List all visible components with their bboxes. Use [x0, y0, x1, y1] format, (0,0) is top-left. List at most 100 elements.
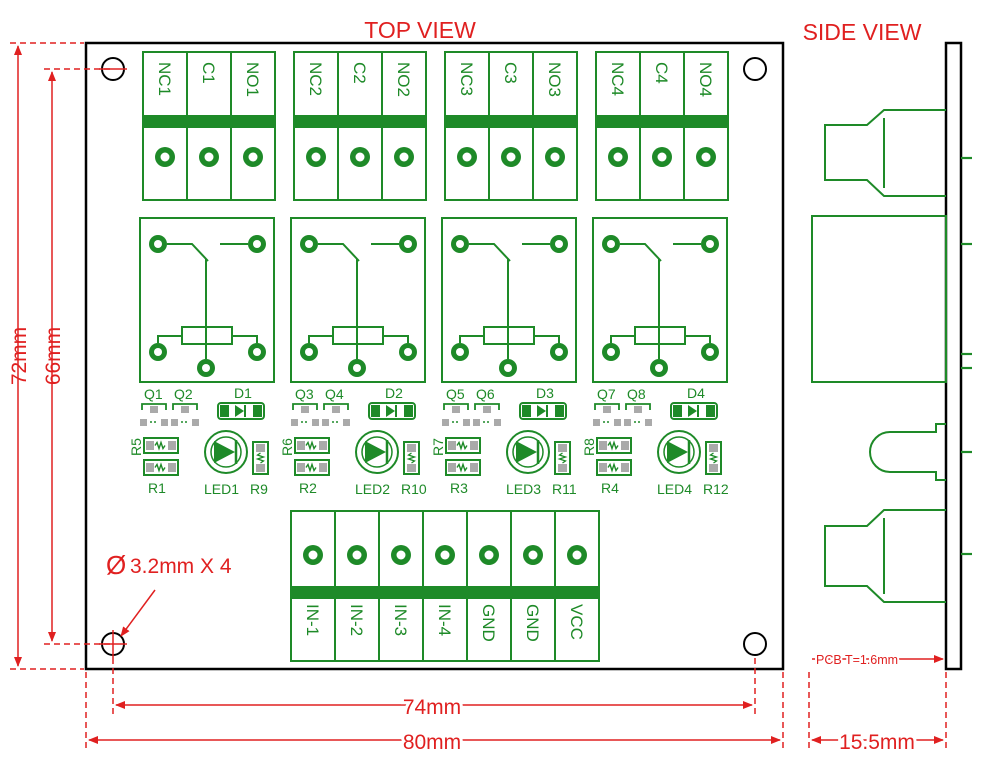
transistor-pad [171, 419, 178, 426]
side-led-body [869, 423, 946, 481]
led-symbol [214, 441, 235, 463]
resistor-pad [470, 441, 478, 450]
transistor-outline [323, 403, 349, 410]
relay-pin-hole [154, 240, 162, 248]
input-screw-hole [572, 550, 582, 560]
side-pcb-board [944, 41, 963, 671]
resistor-pad [558, 444, 567, 452]
transistor-outline [172, 403, 198, 410]
relay-pin-hole [555, 240, 563, 248]
resistor-label: R2 [299, 480, 317, 496]
diode-symbol [688, 405, 697, 417]
resistor-zigzag [305, 440, 317, 451]
diode: D4 [670, 385, 718, 420]
terminal-screw-hole [550, 152, 560, 162]
mounting-hole-bottom-right [743, 632, 767, 656]
terminal-label: NC4 [608, 62, 627, 96]
resistor-pad [319, 441, 327, 450]
resistor-zigzag [607, 440, 619, 451]
relay-footprint [441, 217, 577, 383]
transistor-pad [312, 419, 319, 426]
diode-pad [404, 405, 413, 417]
transistor-outline [443, 403, 469, 410]
resistor-zigzag [708, 452, 719, 464]
relay-pin-hole [607, 240, 615, 248]
led-label: LED4 [657, 481, 692, 497]
resistor-pad [558, 464, 567, 472]
transistor-pad [614, 419, 621, 426]
resistor-vertical: R9 [250, 441, 269, 497]
terminal-label: C1 [199, 62, 218, 84]
resistor-pad [599, 441, 607, 450]
diode-label: D2 [385, 385, 403, 401]
resistor-label: R3 [450, 480, 468, 496]
terminal-screw-hole [399, 152, 409, 162]
led: LED4 [657, 430, 701, 497]
terminal-bar [445, 115, 577, 128]
resistor-pad [709, 444, 718, 452]
relay-footprint [139, 217, 275, 383]
terminal-screw-hole [160, 152, 170, 162]
terminal-screw-hole [613, 152, 623, 162]
resistor-vertical: R10 [401, 441, 427, 497]
dim-80mm-label: 80mm [403, 731, 461, 754]
terminal-label: NO4 [696, 62, 715, 97]
terminal-label: NC2 [306, 62, 325, 96]
transistor-pad [150, 406, 158, 413]
relay-coil-trace [157, 335, 258, 343]
relay-outline [592, 217, 728, 383]
terminal-screw-hole [355, 152, 365, 162]
relay-pin-hole [607, 348, 615, 356]
terminal-screw-hole [311, 152, 321, 162]
relay-coil-trace [459, 335, 560, 343]
transistor-pad [645, 419, 652, 426]
resistor-label: R12 [703, 481, 729, 497]
relay-coil-trace [610, 335, 711, 343]
transistor-pad [343, 419, 350, 426]
output-terminal-block: NC4 C4 NO4 [595, 51, 729, 201]
transistor-pad [291, 419, 298, 426]
hole-leader-line [120, 589, 156, 637]
led: LED3 [506, 430, 550, 497]
relay-pin-hole [456, 348, 464, 356]
resistor-pad [297, 441, 305, 450]
terminal-screw-hole [248, 152, 258, 162]
transistor-outline [625, 403, 651, 410]
input-terminal-label: GND [523, 604, 542, 642]
resistor-zigzag [305, 462, 317, 473]
resistor-pad [709, 464, 718, 472]
diode-label: D1 [234, 385, 252, 401]
led-symbol [667, 441, 688, 463]
diode: D2 [368, 385, 416, 420]
relay-pin-hole [253, 348, 261, 356]
transistor-label: Q1 [144, 386, 163, 402]
transistor-pad [442, 419, 449, 426]
diode-label: D3 [536, 385, 554, 401]
transistor-pad [473, 419, 480, 426]
resistor-zigzag [607, 462, 619, 473]
transistor-pad [332, 406, 340, 413]
diode-pad [220, 405, 229, 417]
relay-pin-hole [404, 240, 412, 248]
terminal-label: C4 [652, 62, 671, 84]
resistor-zigzag [255, 452, 266, 464]
relay-coil-trace [308, 335, 409, 343]
resistor-pad [168, 463, 176, 472]
relay-switch-trace [167, 243, 248, 262]
relay-pin-hole [504, 364, 512, 372]
side-view [811, 41, 963, 671]
resistor-label: R10 [401, 481, 427, 497]
relay-pin-hole [706, 348, 714, 356]
transistor-outline [594, 403, 620, 410]
